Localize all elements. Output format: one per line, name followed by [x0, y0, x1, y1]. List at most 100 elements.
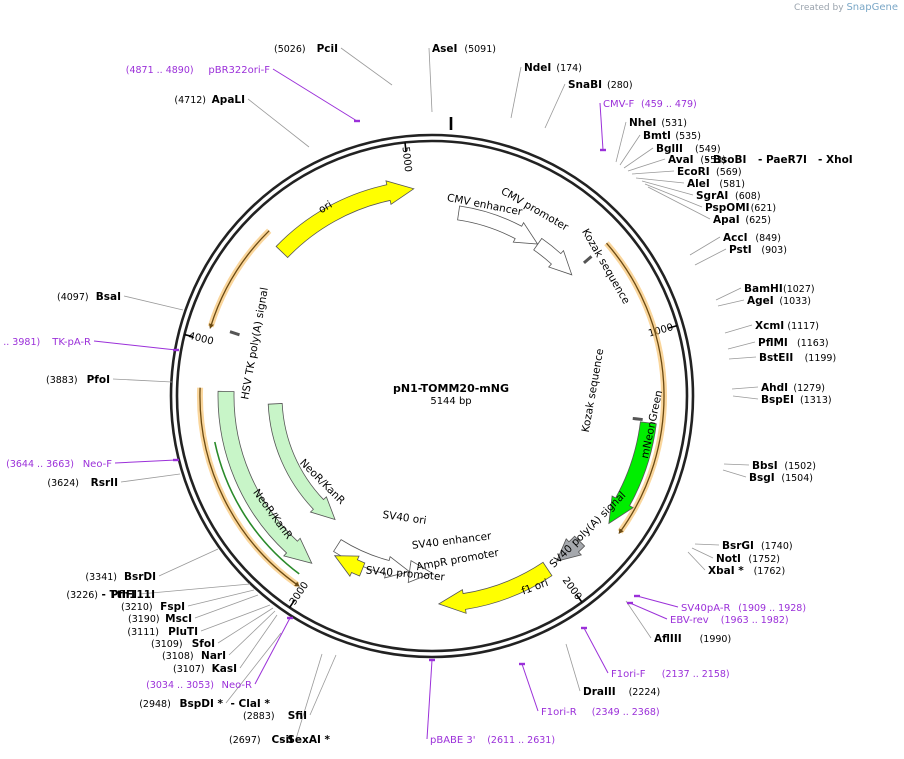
- enzyme-leader: [627, 158, 666, 172]
- enzyme-position: (1199): [805, 353, 837, 364]
- enzyme-position: (4712): [174, 95, 206, 106]
- enzyme-sgrai: SgrAI: [696, 190, 728, 202]
- enzyme-bsgi: BsgI: [749, 472, 775, 484]
- enzyme-position: (1313): [800, 395, 832, 406]
- enzyme-position: (2224): [629, 687, 661, 698]
- enzyme-avai: AvaI: [668, 154, 694, 166]
- enzyme-leader: [340, 47, 393, 86]
- enzyme-leader: [723, 463, 750, 466]
- enzyme-leader: [731, 386, 759, 390]
- primer-leader: [426, 659, 433, 740]
- enzyme-leader: [689, 236, 721, 256]
- enzyme-pspomi: PspOMI: [705, 202, 750, 214]
- enzyme-agei: AgeI: [747, 295, 774, 307]
- enzyme-alei: AleI: [687, 178, 710, 190]
- plasmid-size: 5144 bp: [430, 396, 471, 407]
- primer-leader: [272, 68, 358, 122]
- enzyme-leader: [123, 295, 184, 311]
- enzyme-leader: [641, 180, 694, 196]
- feature-label-kozak-sequence: Kozak sequence: [580, 348, 607, 434]
- enzyme-noti: NotI: [716, 553, 741, 565]
- enzyme-msci: MscI: [165, 613, 192, 625]
- enzyme-leader: [194, 594, 259, 619]
- enzyme-position: (1762): [754, 566, 786, 577]
- primer-pbabe-3: pBABE 3': [430, 735, 476, 746]
- feature-cmv-enhancer: [457, 205, 539, 245]
- primer-range: (4871 .. 4890): [126, 65, 194, 76]
- enzyme-draiii: DraIII: [583, 686, 616, 698]
- enzyme-leader: [217, 607, 274, 644]
- enzyme-psti: PstI: [729, 244, 752, 256]
- enzyme-bmti: BmtI: [643, 130, 671, 142]
- primer-leader: [583, 627, 609, 674]
- enzyme-position: (3210): [121, 602, 153, 613]
- enzyme-leader: [647, 186, 711, 220]
- enzyme-position: (581): [719, 179, 745, 190]
- created-by-text: Created by: [794, 3, 844, 13]
- enzyme-sfoi: SfoI: [192, 638, 215, 650]
- tick-mark: [288, 599, 296, 608]
- enzyme-leader: [623, 147, 654, 169]
- enzyme-leader: [615, 121, 627, 163]
- enzyme-position: (3190): [128, 614, 160, 625]
- enzyme-position: (608): [735, 191, 761, 202]
- enzyme-leader: [727, 341, 756, 350]
- primer-tk-pa-r: TK-pA-R: [51, 337, 91, 348]
- enzyme-ahdi: AhdI: [761, 382, 788, 394]
- enzyme-position: (621): [751, 203, 777, 214]
- enzyme-apali: ApaLI: [212, 94, 245, 106]
- tick-mark: [184, 333, 194, 338]
- enzyme-leader: [247, 98, 310, 148]
- primer-range: (1963 .. 1982): [721, 615, 789, 626]
- tick-mark: [576, 594, 583, 603]
- enzyme-position: (2948): [139, 699, 171, 710]
- enzyme-ecori: EcoRI: [677, 166, 710, 178]
- enzyme-leader: [565, 643, 581, 692]
- enzyme-leader: [112, 378, 173, 383]
- enzyme-paer7i: - PaeR7I: [758, 154, 807, 166]
- feature-sv40-ori: [333, 555, 366, 577]
- enzyme-position: (849): [755, 233, 781, 244]
- enzyme-position: (280): [607, 80, 633, 91]
- enzyme-clai: - ClaI *: [231, 698, 271, 710]
- enzyme-leader: [544, 83, 566, 129]
- enzyme-leader: [728, 356, 757, 360]
- enzyme-xhoi: - XhoI: [818, 154, 853, 166]
- enzyme-leader: [239, 614, 278, 669]
- enzyme-position: (1033): [779, 296, 811, 307]
- enzyme-position: (1163): [797, 338, 829, 349]
- feature-sv40-poly-a-signal: [555, 535, 586, 562]
- feature-neor-kanr: [217, 390, 313, 564]
- enzyme-kasi: KasI: [212, 663, 237, 675]
- enzyme-bsobi: - BsoBI: [705, 154, 746, 166]
- feature-mneongreen: [608, 421, 657, 525]
- enzyme-leader: [715, 287, 742, 301]
- enzyme-position: (3108): [162, 651, 194, 662]
- enzyme-sfii: SfiI: [288, 710, 307, 722]
- feature-arrows: [217, 180, 657, 614]
- backbone: [169, 117, 695, 659]
- site-labels: PciI(5026)AseI(5091)NdeI(174)SnaBI(280)N…: [0, 43, 853, 746]
- enzyme-position: (553): [700, 155, 726, 166]
- primer-f1ori-f: F1ori-F: [611, 669, 646, 680]
- enzyme-bspei: BspEI: [761, 394, 794, 406]
- enzyme-pflmi: PflMI: [758, 337, 788, 349]
- enzyme-nari: NarI: [201, 650, 226, 662]
- enzyme-leader: [225, 632, 282, 704]
- primer-leader: [93, 340, 177, 351]
- enzyme-position: (569): [716, 167, 742, 178]
- enzyme-position: (531): [661, 118, 687, 129]
- enzyme-afliii: AflIII: [654, 633, 682, 645]
- primer-leader: [254, 617, 291, 685]
- enzyme-apai: ApaI: [713, 214, 740, 226]
- enzyme-leader: [635, 177, 685, 184]
- enzyme-position: (3107): [173, 664, 205, 675]
- enzyme-bamhi: BamHI: [744, 283, 783, 295]
- feature-f1-ori: [437, 561, 553, 614]
- leader-lines: [93, 47, 759, 740]
- primer-range: (3644 .. 3663): [6, 459, 74, 470]
- primer-ebv-rev: EBV-rev: [670, 615, 709, 626]
- enzyme-leader: [428, 47, 433, 113]
- enzyme-position: (1752): [748, 554, 780, 565]
